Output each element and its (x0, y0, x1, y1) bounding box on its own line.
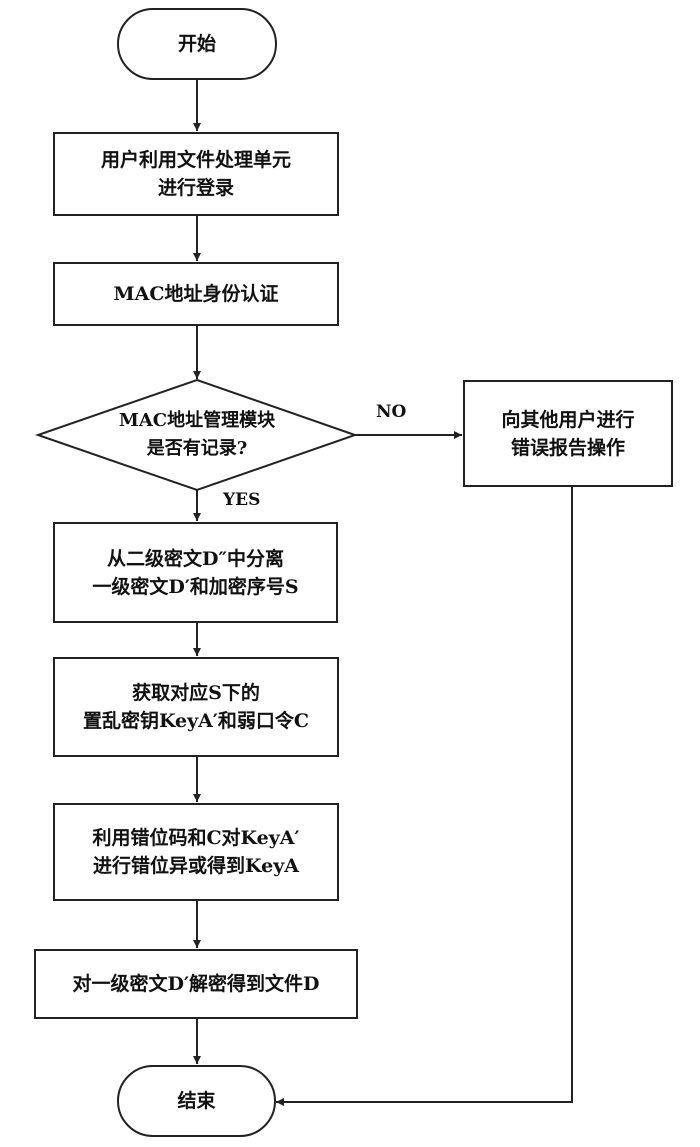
mac-auth-step: MAC地址身份认证 (53, 262, 339, 326)
yes-label: YES (223, 490, 261, 510)
end-terminal: 结束 (117, 1065, 276, 1137)
error-report-line-2: 错误报告操作 (510, 436, 625, 459)
separate-line-2: 一级密文D′和加密序号S (92, 575, 299, 598)
separate-line-1: 从二级密文D″中分离 (107, 547, 284, 570)
xor-line-2: 进行错位异或得到KeyA (93, 855, 299, 877)
mac-auth-label: MAC地址身份认证 (113, 283, 279, 305)
login-line-1: 用户利用文件处理单元 (100, 149, 291, 171)
error-report-line-1: 向其他用户进行 (501, 408, 635, 431)
decision-line-1: MAC地址管理模块 (118, 410, 276, 431)
separate-step: 从二级密文D″中分离 一级密文D′和加密序号S (53, 522, 338, 623)
decision-line-2: 是否有记录? (146, 438, 248, 459)
decrypt-step: 对一级密文D′解密得到文件D (34, 949, 358, 1019)
get-key-line-1: 获取对应S下的 (132, 682, 260, 704)
login-step: 用户利用文件处理单元 进行登录 (53, 132, 339, 216)
get-key-line-2: 置乱密钥KeyA′和弱口令C (82, 710, 310, 732)
decrypt-label: 对一级密文D′解密得到文件D (72, 973, 320, 995)
start-label: 开始 (177, 33, 216, 55)
edge-error-end (276, 486, 573, 1106)
login-line-2: 进行登录 (157, 177, 234, 199)
end-label: 结束 (177, 1090, 216, 1112)
no-label: NO (376, 402, 407, 422)
xor-step: 利用错位码和C对KeyA′ 进行错位异或得到KeyA (53, 803, 339, 901)
decision-text: MAC地址管理模块 是否有记录? (68, 405, 326, 465)
xor-line-1: 利用错位码和C对KeyA′ (92, 827, 300, 849)
start-terminal: 开始 (117, 8, 277, 80)
get-key-step: 获取对应S下的 置乱密钥KeyA′和弱口令C (53, 657, 339, 757)
error-report-step: 向其他用户进行 错误报告操作 (463, 380, 673, 487)
